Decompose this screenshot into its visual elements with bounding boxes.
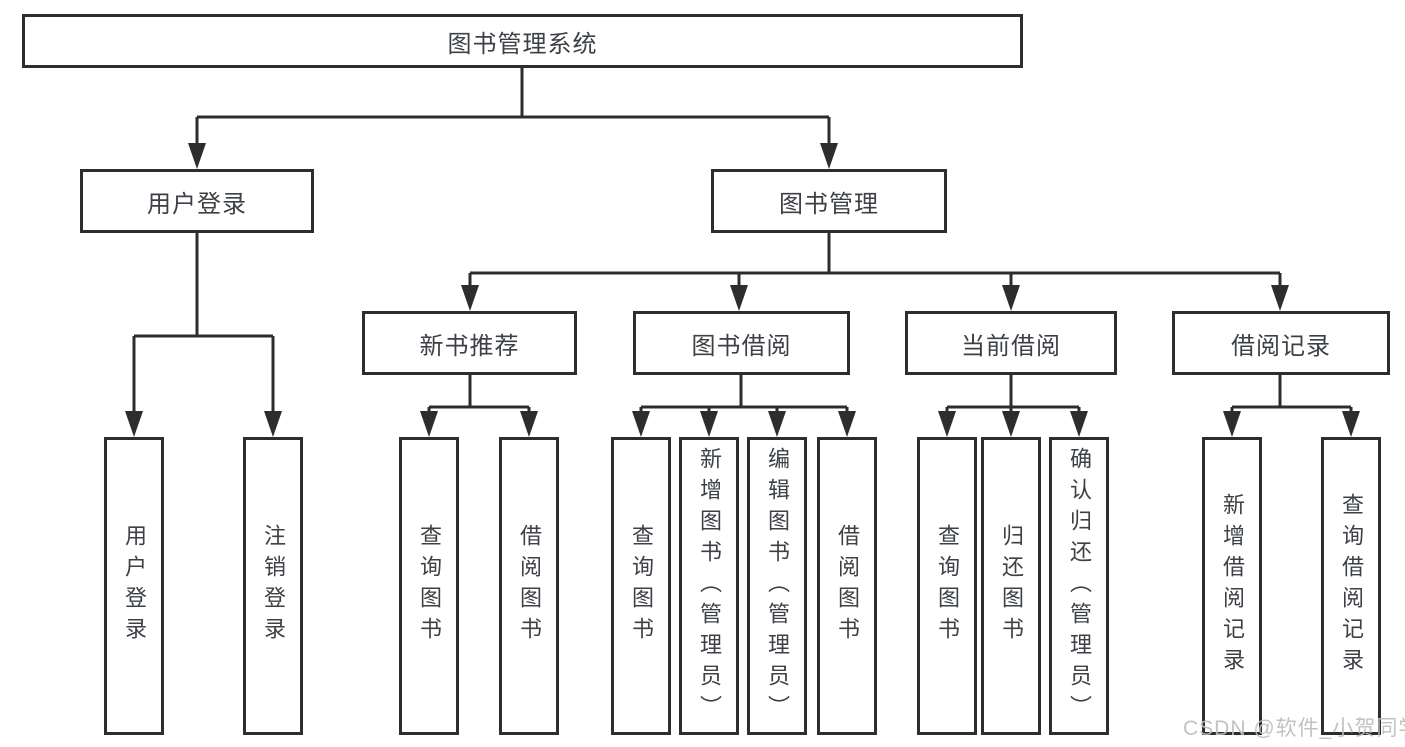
leaf-borrow-books-recommend: 借阅图书 (499, 437, 559, 735)
leaf-user-login: 用户登录 (104, 437, 164, 735)
arrowhead-icon (730, 285, 748, 311)
node-library-management-system: 图书管理系统 (22, 14, 1023, 68)
leaf-logout: 注销登录 (243, 437, 303, 735)
leaf-query-books-current: 查询图书 (917, 437, 977, 735)
node-label: 新增借阅记录 (1220, 493, 1245, 679)
arrowhead-icon (1070, 411, 1088, 437)
node-label: 注销登录 (261, 524, 286, 648)
node-borrowing-records: 借阅记录 (1172, 311, 1390, 375)
arrowhead-icon (188, 143, 206, 169)
node-user-login-group: 用户登录 (80, 169, 314, 233)
node-label: 确认归还（管理员） (1067, 446, 1092, 726)
node-label: 当前借阅 (961, 332, 1061, 360)
arrowhead-icon (768, 411, 786, 437)
node-label: 图书管理系统 (447, 30, 598, 58)
leaf-confirm-return-admin: 确认归还（管理员） (1049, 437, 1109, 735)
node-label: 图书借阅 (691, 332, 792, 360)
node-label: 借阅记录 (1231, 332, 1331, 360)
arrowhead-icon (125, 411, 143, 437)
arrowhead-icon (1223, 411, 1241, 437)
leaf-add-books-admin: 新增图书（管理员） (679, 437, 739, 735)
node-current-borrowing: 当前借阅 (905, 311, 1117, 375)
arrowhead-icon (700, 411, 718, 437)
node-label: 借阅图书 (517, 524, 542, 648)
arrowhead-icon (420, 411, 438, 437)
node-label: 查询图书 (417, 524, 442, 648)
node-book-management: 图书管理 (711, 169, 947, 233)
arrowhead-icon (1002, 411, 1020, 437)
leaf-query-borrow-record: 查询借阅记录 (1321, 437, 1381, 735)
node-label: 新增图书（管理员） (697, 446, 722, 726)
leaf-borrow-books: 借阅图书 (817, 437, 877, 735)
node-label: 新书推荐 (419, 332, 520, 360)
node-label: 图书管理 (779, 190, 879, 218)
node-book-borrowing: 图书借阅 (633, 311, 850, 375)
leaf-edit-books-admin: 编辑图书（管理员） (747, 437, 807, 735)
arrowhead-icon (1002, 285, 1020, 311)
leaf-add-borrow-record: 新增借阅记录 (1202, 437, 1262, 735)
leaf-return-books: 归还图书 (981, 437, 1041, 735)
arrowhead-icon (520, 411, 538, 437)
node-label: 查询图书 (629, 524, 654, 648)
arrowhead-icon (461, 285, 479, 311)
csdn-watermark: CSDN @软件_小贺同学 (1183, 717, 1405, 740)
arrowhead-icon (938, 411, 956, 437)
node-label: 编辑图书（管理员） (765, 446, 790, 726)
node-label: 用户登录 (147, 190, 247, 218)
node-label: 查询借阅记录 (1339, 493, 1364, 679)
leaf-query-books-recommend: 查询图书 (399, 437, 459, 735)
node-label: 用户登录 (122, 524, 147, 648)
node-label: 借阅图书 (835, 524, 860, 648)
arrowhead-icon (632, 411, 650, 437)
arrowhead-icon (264, 411, 282, 437)
node-label: 归还图书 (999, 524, 1024, 648)
leaf-query-books-borrowing: 查询图书 (611, 437, 671, 735)
arrowhead-icon (1271, 285, 1289, 311)
arrowhead-icon (838, 411, 856, 437)
node-label: 查询图书 (935, 524, 960, 648)
arrowhead-icon (820, 143, 838, 169)
arrowhead-icon (1342, 411, 1360, 437)
node-new-book-recommend: 新书推荐 (362, 311, 577, 375)
